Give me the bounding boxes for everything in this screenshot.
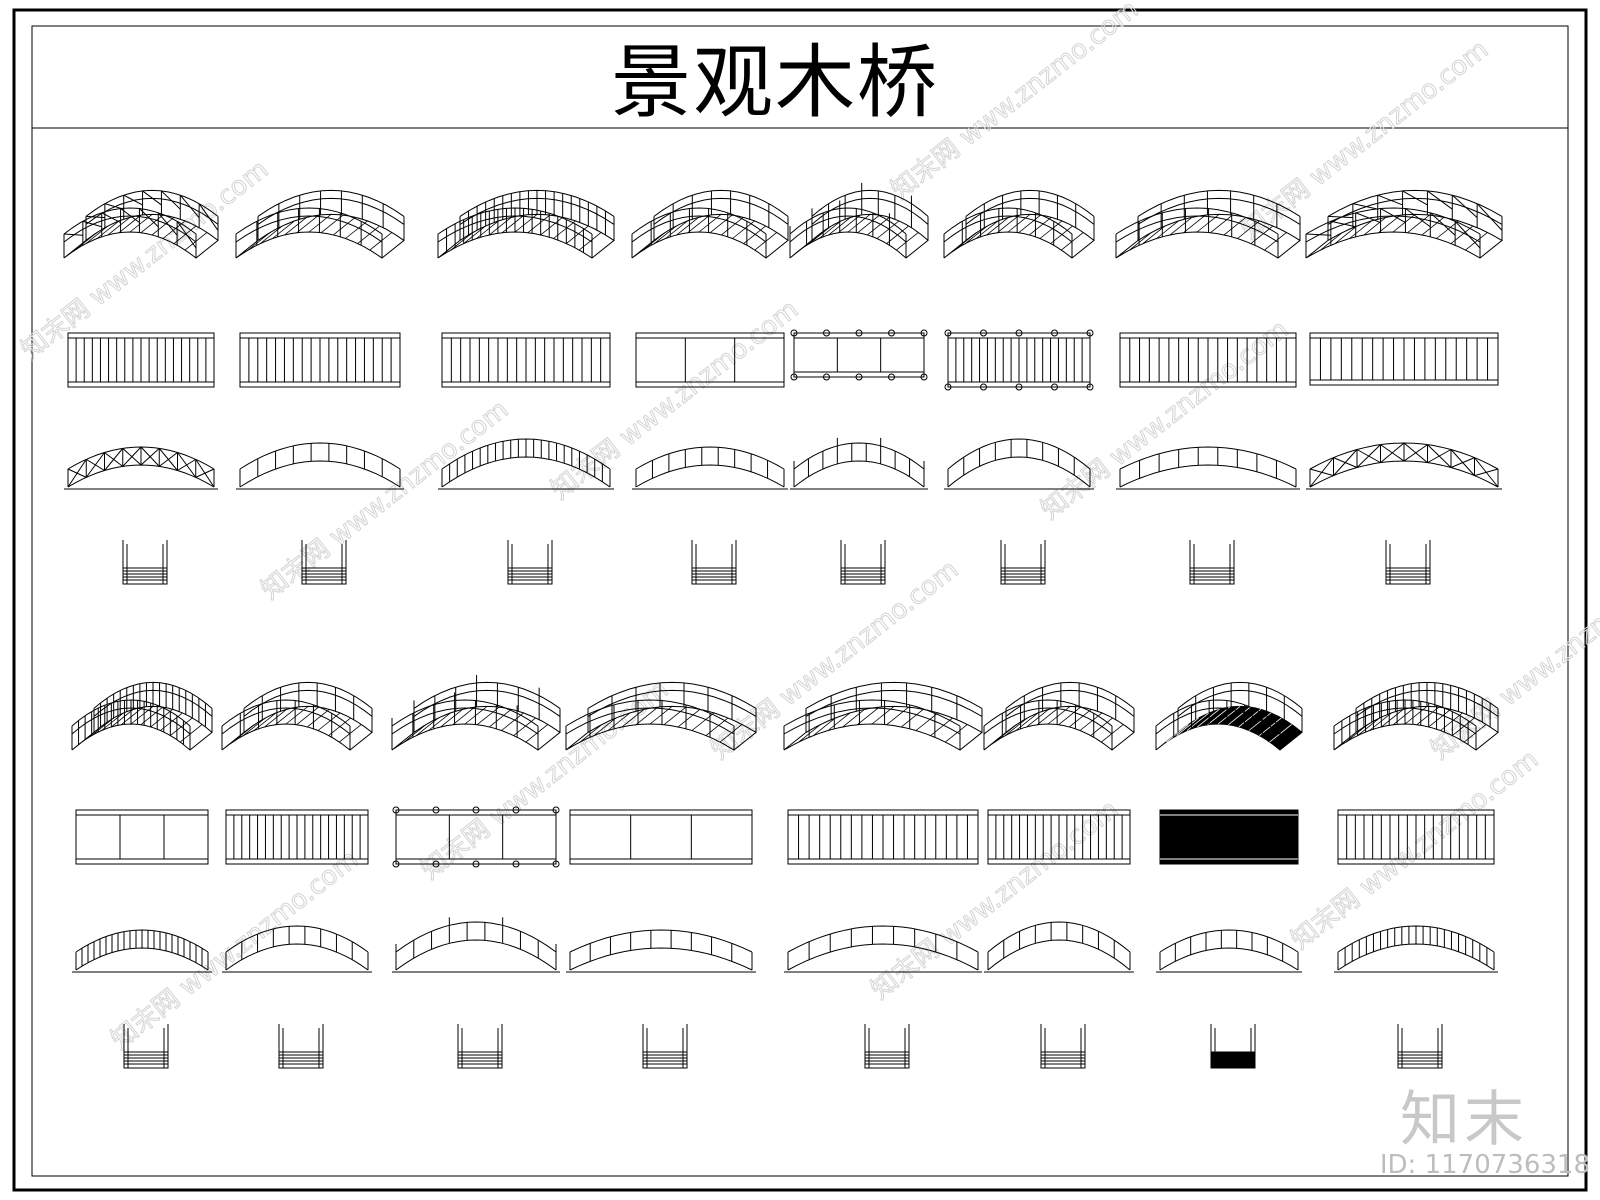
bridge-section [642, 1024, 688, 1069]
bridge-perspective [1115, 189, 1301, 259]
bridge-a-2 [235, 189, 405, 585]
bridge-perspective [789, 182, 929, 259]
bridge-perspective [783, 681, 983, 751]
bridge-section [1397, 1024, 1443, 1069]
bridge-elevation [1116, 446, 1300, 490]
bridge-b-5 [783, 681, 983, 1069]
bridge-perspective [221, 681, 373, 751]
drawing-id: ID: 1170736318 [1379, 1150, 1590, 1180]
watermark-text: 知末网 www.znzmo.com [256, 395, 514, 606]
bridge-plan [987, 809, 1131, 865]
bridge-section [278, 1024, 324, 1069]
bridge-b-8 [1333, 681, 1499, 1069]
inner-frame [31, 25, 1569, 1177]
bridge-elevation [566, 929, 756, 973]
bridge-a-5 [789, 182, 929, 585]
bridge-section [457, 1024, 503, 1069]
bridge-elevation [1306, 442, 1502, 490]
bridge-plan [1159, 809, 1299, 865]
watermark-text: 知末网 www.znzmo.com [16, 155, 274, 366]
brand-logo-text: 知末 [1400, 1085, 1528, 1155]
bridge-b-2 [221, 681, 373, 1069]
bridge-section [301, 540, 347, 585]
bridge-section [840, 540, 886, 585]
bridge-perspective [71, 681, 213, 751]
bridge-section [864, 1024, 910, 1069]
bridge-plan [392, 806, 560, 868]
bridge-elevation [392, 917, 560, 973]
bridge-perspective [983, 681, 1135, 751]
bridge-perspective [943, 189, 1095, 259]
bridge-section [1189, 540, 1235, 585]
bridge-plan [75, 809, 209, 865]
bridge-plan [635, 332, 785, 388]
bridge-plan [787, 809, 979, 865]
bridge-section [507, 540, 553, 585]
bridge-elevation [72, 929, 212, 973]
bridge-elevation [944, 438, 1094, 490]
bridge-elevation [64, 446, 218, 490]
bridge-perspective [63, 189, 219, 259]
bridge-elevation [222, 925, 372, 973]
bridge-plan [67, 332, 215, 388]
bridge-perspective [235, 189, 405, 259]
bridge-perspective [1333, 681, 1499, 751]
bridge-elevation [784, 925, 982, 973]
bridge-plan [944, 329, 1094, 391]
watermark-text: 知末网 www.znzmo.com [1286, 745, 1544, 956]
bridge-perspective [1155, 681, 1303, 751]
bridge-perspective [1305, 189, 1503, 259]
bridge-elevation [438, 438, 614, 490]
bridge-elevation [1156, 929, 1302, 973]
bridge-a-6 [943, 189, 1095, 585]
bridge-drawings [63, 182, 1503, 1069]
bridge-perspective [565, 681, 757, 751]
bridge-section [1210, 1024, 1256, 1069]
bridge-perspective [391, 674, 561, 751]
bridge-plan [1309, 332, 1499, 386]
bridge-plan [1119, 332, 1297, 388]
watermark-text: 知末网 www.znzmo.com [106, 845, 364, 1056]
bridge-b-7 [1155, 681, 1303, 1069]
bridge-elevation [632, 446, 788, 490]
bridge-elevation [790, 437, 928, 490]
bridge-b-4 [565, 681, 757, 1069]
bridge-a-1 [63, 189, 219, 585]
bridge-plan [441, 332, 611, 388]
bridge-a-4 [631, 189, 789, 585]
bridge-section [1040, 1024, 1086, 1069]
bridge-perspective [437, 189, 615, 259]
bridge-elevation [236, 442, 404, 490]
bridge-b-3 [391, 674, 561, 1069]
outer-frame [12, 8, 1588, 1192]
bridge-plan [239, 332, 401, 388]
bridge-section [691, 540, 737, 585]
bridge-elevation [1334, 925, 1498, 973]
bridge-plan [569, 809, 753, 865]
bridge-a-7 [1115, 189, 1301, 585]
bridge-elevation [984, 921, 1134, 973]
sheet-title: 景观木桥 [611, 36, 939, 129]
bridge-section [122, 540, 168, 585]
bridge-perspective [631, 189, 789, 259]
bridge-a-3 [437, 189, 615, 585]
bridge-plan [225, 809, 369, 865]
bridge-b-6 [983, 681, 1135, 1069]
bridge-section [1385, 540, 1431, 585]
watermark-text: 知末网 www.znzmo.com [546, 295, 804, 506]
bridge-section [123, 1024, 169, 1069]
bridge-section [1000, 540, 1046, 585]
bridge-plan [1337, 809, 1495, 865]
bridge-a-8 [1305, 189, 1503, 585]
bridge-b-1 [71, 681, 213, 1069]
bridge-plan [790, 329, 928, 381]
